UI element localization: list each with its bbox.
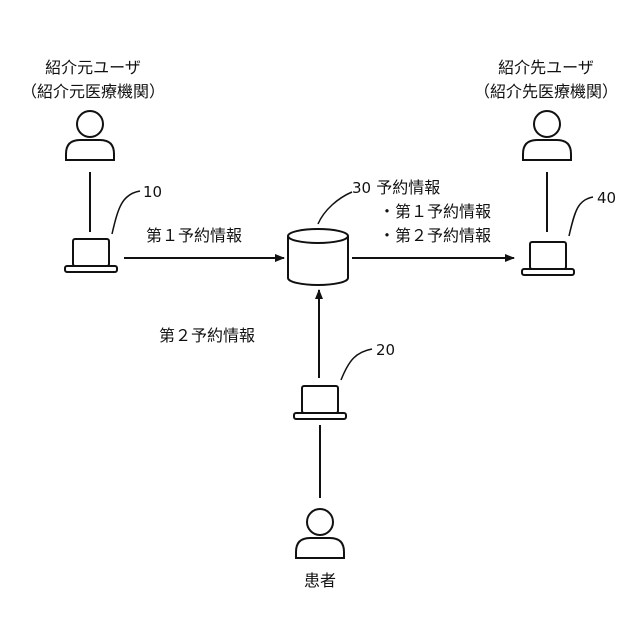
server-label: 30 予約情報	[352, 178, 440, 198]
server-database-icon	[288, 229, 348, 285]
flow-first-label: 第１予約情報	[146, 226, 242, 246]
referrer-terminal-leader	[112, 191, 140, 234]
referrer-subtitle: （紹介元医療機関）	[21, 82, 165, 102]
patient-terminal-leader	[341, 349, 372, 380]
server-item-1: ・第１予約情報	[379, 202, 491, 222]
patient-title: 患者	[304, 571, 336, 591]
referee-title: 紹介先ユーザ	[498, 58, 594, 78]
referee-terminal-leader	[569, 197, 593, 236]
referee-subtitle: （紹介先医療機関）	[474, 82, 618, 102]
server-label-text: 予約情報	[376, 178, 440, 197]
patient-user-icon	[296, 509, 344, 558]
referee-terminal-ref: 40	[597, 188, 616, 208]
flow-second-label: 第２予約情報	[159, 326, 255, 346]
referrer-title: 紹介元ユーザ	[45, 58, 141, 78]
referrer-terminal-ref: 10	[143, 182, 162, 202]
referrer-terminal-icon	[65, 239, 117, 272]
patient-terminal-icon	[294, 386, 346, 419]
referee-user-icon	[523, 111, 571, 160]
patient-terminal-ref: 20	[376, 340, 395, 360]
server-leader	[318, 192, 352, 224]
server-item-2: ・第２予約情報	[379, 226, 491, 246]
referee-terminal-icon	[522, 242, 574, 275]
server-ref: 30	[352, 179, 371, 197]
referrer-user-icon	[66, 111, 114, 160]
